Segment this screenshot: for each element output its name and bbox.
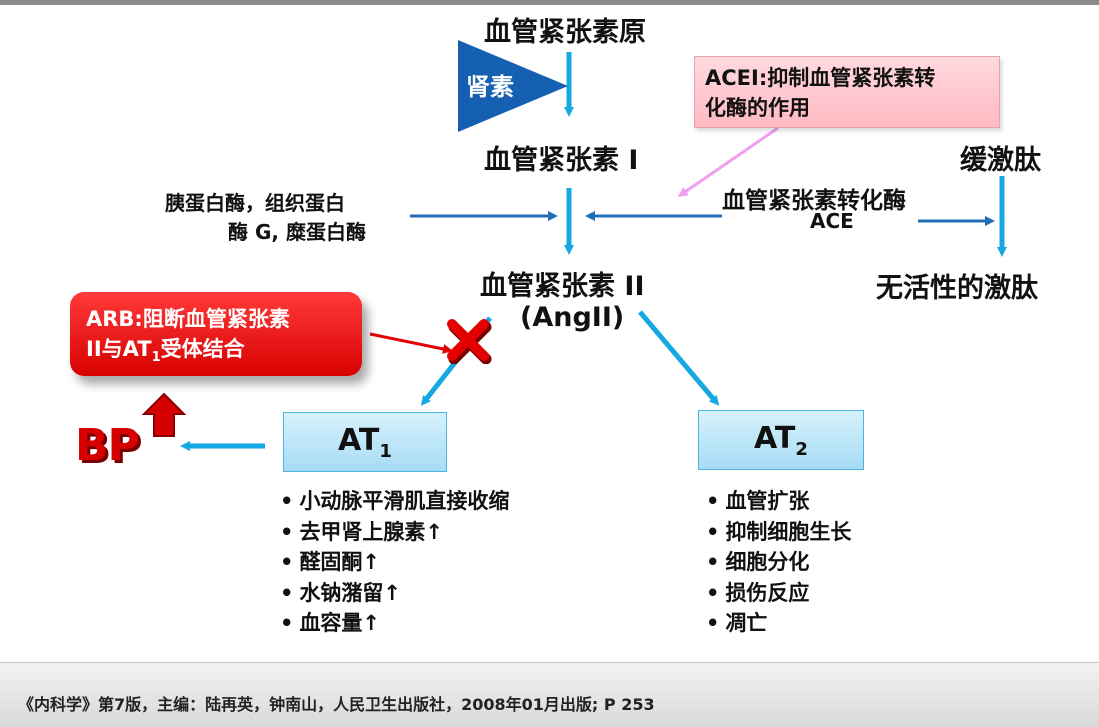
acei-note: ACEI:抑制血管紧张素转 化酶的作用 [694, 56, 1000, 128]
bradykinin: 缓激肽 [960, 145, 1041, 176]
arrow-ang2-to-at2 [638, 310, 720, 406]
arb-note-line2-prefix: II与AT [86, 337, 152, 361]
arb-note: ARB:阻断血管紧张素 II与AT1受体结合 [70, 292, 362, 376]
ace-label: 血管紧张素转化酶 [722, 188, 906, 214]
at2-effects-list: 血管扩张 抑制细胞生长 细胞分化 损伤反应 凋亡 [706, 486, 851, 639]
list-item: 细胞分化 [706, 547, 851, 578]
up-arrow-icon [142, 392, 186, 437]
angiotensin-1: 血管紧张素 I [484, 145, 639, 176]
acei-note-line1: ACEI:抑制血管紧张素转 [705, 66, 936, 90]
acei-note-line2: 化酶的作用 [705, 96, 810, 120]
at2-label: AT [754, 421, 796, 456]
at1-effects-list: 小动脉平滑肌直接收缩 去甲肾上腺素↑ 醛固酮↑ 水钠潴留↑ 血容量↑ [280, 486, 509, 639]
list-item: 抑制细胞生长 [706, 517, 851, 548]
list-item: 去甲肾上腺素↑ [280, 517, 509, 548]
arb-note-line2-sub: 1 [151, 350, 161, 366]
block-x-icon [447, 319, 492, 364]
angiotensinogen: 血管紧张素原 [484, 17, 646, 48]
ace-abbr: ACE [810, 209, 854, 233]
arb-note-line2: II与AT1受体结合 [86, 334, 346, 373]
at2-sub: 2 [795, 439, 808, 460]
chymase-line2: 酶 G, 糜蛋白酶 [228, 220, 366, 244]
arb-note-line1: ARB:阻断血管紧张素 [86, 307, 290, 331]
citation-footer: 《内科学》第7版，主编：陆再英，钟南山，人民卫生出版社，2008年01月出版; … [0, 662, 1099, 727]
at1-sub: 1 [379, 441, 392, 462]
at2-receptor-box: AT2 [698, 410, 864, 470]
arrow-arb-block [369, 332, 453, 354]
list-item: 小动脉平滑肌直接收缩 [280, 486, 509, 517]
at1-receptor-box: AT1 [283, 412, 447, 472]
renin-triangle-shape [458, 40, 568, 132]
at1-label: AT [338, 423, 380, 458]
renin-label: 肾素 [466, 73, 514, 101]
blood-pressure-label: BP [75, 420, 140, 471]
arb-note-line2-suffix: 受体结合 [160, 337, 245, 361]
list-item: 血容量↑ [280, 608, 509, 639]
list-item: 凋亡 [706, 608, 851, 639]
list-item: 血管扩张 [706, 486, 851, 517]
inactive-kinin: 无活性的激肽 [876, 273, 1038, 304]
list-item: 水钠潴留↑ [280, 578, 509, 609]
list-item: 损伤反应 [706, 578, 851, 609]
citation-text: 《内科学》第7版，主编：陆再英，钟南山，人民卫生出版社，2008年01月出版; … [18, 695, 655, 714]
list-item: 醛固酮↑ [280, 547, 509, 578]
top-border [0, 0, 1099, 5]
arrow-acei-inhibit [677, 126, 779, 197]
chymase-line1: 胰蛋白酶，组织蛋白 [165, 191, 345, 215]
angiotensin-2-abbr: (AngII) [520, 302, 625, 333]
angiotensin-2: 血管紧张素 II [480, 271, 645, 302]
